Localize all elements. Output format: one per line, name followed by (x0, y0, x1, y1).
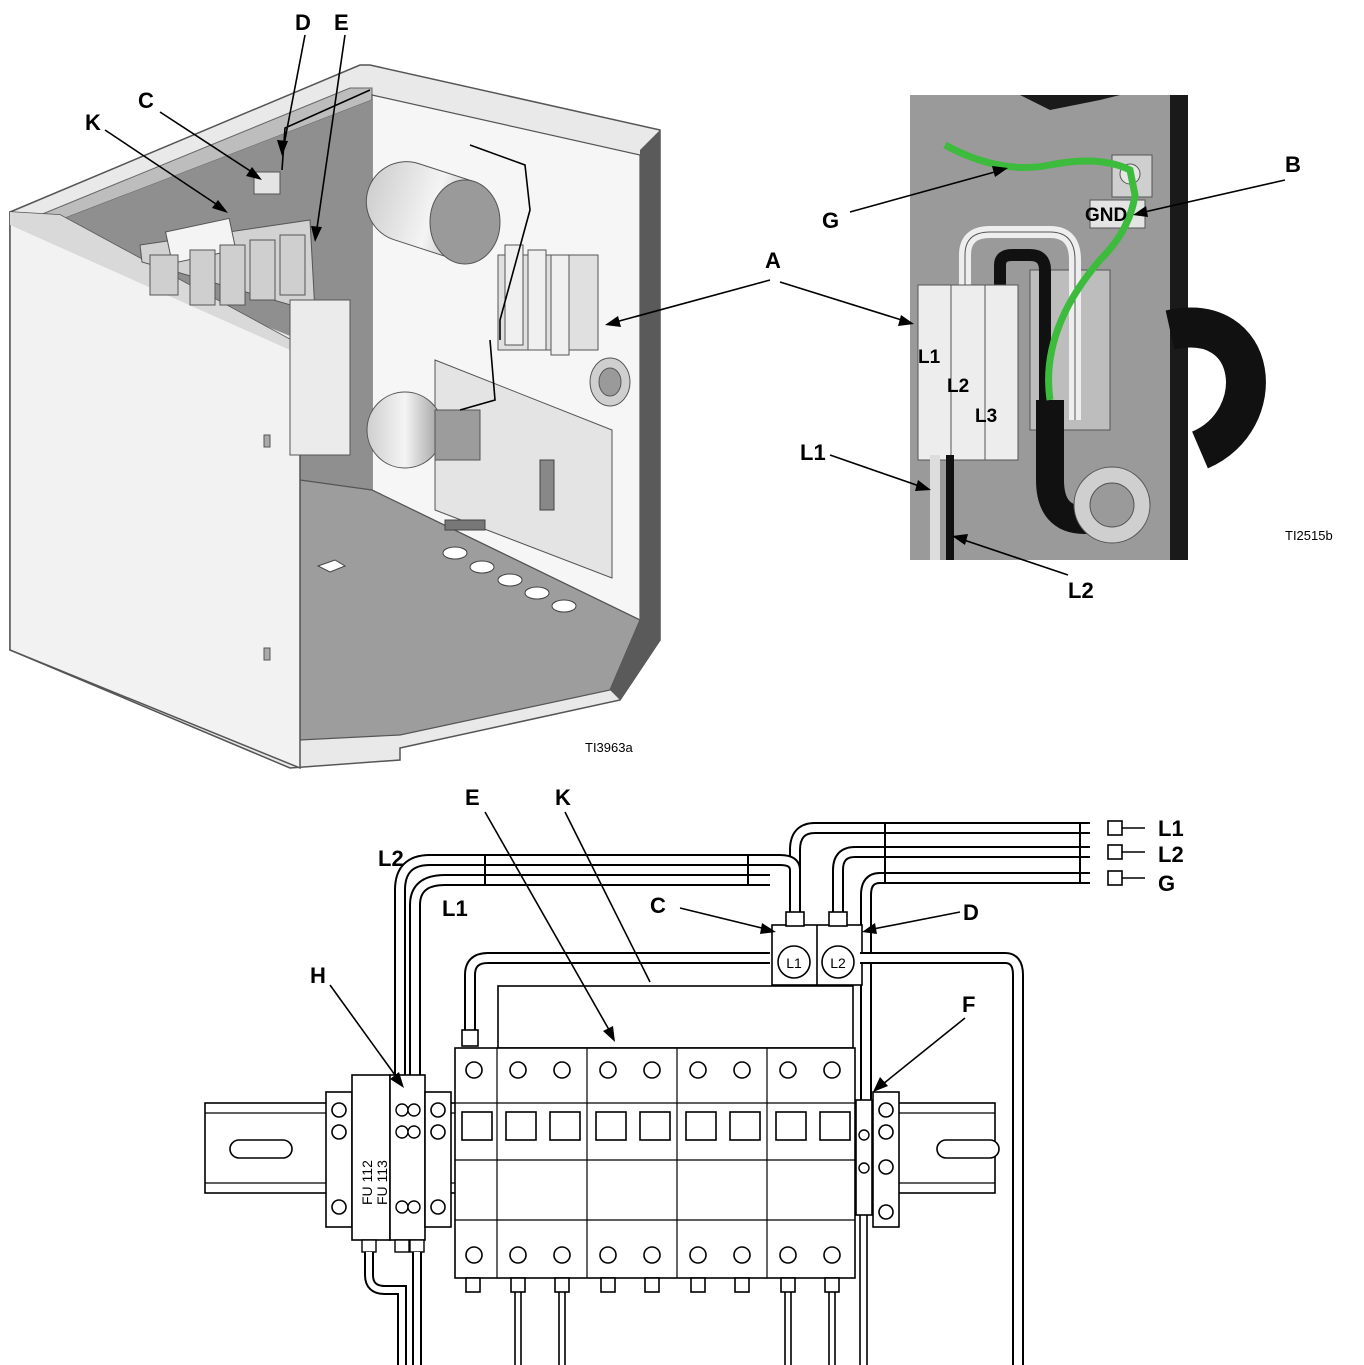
callout-d: D (295, 10, 311, 35)
hinge-upper (263, 434, 271, 448)
callout-c: C (138, 88, 154, 113)
bus-bar-k (461, 952, 1024, 1365)
fuse-holders-h: FU 112 FU 113 (325, 1074, 452, 1365)
left-l1-label: L1 (442, 896, 468, 921)
conduit-loop (1165, 307, 1266, 469)
callout-l1-wire: L1 (800, 440, 826, 465)
fuse-l1-label: L1 (786, 955, 802, 971)
hinge-lower (263, 647, 271, 661)
callout-h: H (310, 963, 326, 988)
callout-e: E (334, 10, 349, 35)
gnd-label: GND (1085, 205, 1127, 226)
callout-g: G (822, 208, 839, 233)
terminal-l2-label: L2 (947, 376, 969, 397)
figure1-reference: TI3963a (585, 740, 633, 755)
callout-b: B (1285, 152, 1301, 177)
wiring-schematic: L1 L2 (204, 820, 1145, 1365)
fuse-l2-label: L2 (830, 955, 846, 971)
callout-k: K (85, 110, 101, 135)
figure2-callouts: G B GND L1 L2 L3 L1 L2 TI2515b (779, 152, 1333, 603)
callout-c-schematic: C (650, 893, 666, 918)
fuse-feed-wires (394, 854, 801, 1090)
breaker-screws (465, 1061, 841, 1264)
terminal-block (917, 284, 1019, 461)
knockout-holes (316, 546, 577, 613)
callout-f: F (962, 992, 975, 1017)
breaker-row-enclosure (139, 171, 316, 313)
fuse-holder-fu112: FU 112 (359, 1160, 375, 1205)
figure2-reference: TI2515b (1285, 528, 1333, 543)
circuit-breaker-bank (454, 1047, 856, 1279)
figure3-callouts: E K C D F H L1 L2 G L2 L1 (310, 785, 1184, 1092)
fuse-terminals: L1 L2 (771, 911, 863, 986)
fuse-l1-icon (777, 945, 811, 979)
incoming-l1-label: L1 (1158, 816, 1184, 841)
contactor-a (497, 244, 599, 356)
ground-wire (943, 141, 1139, 401)
callout-l2-wire: L2 (1068, 578, 1094, 603)
right-side-wall (610, 130, 660, 700)
ground-detail-illustration (910, 95, 1266, 560)
enclosure-illustration (9, 64, 661, 770)
breaker-toggles (461, 1111, 851, 1141)
incoming-wires (789, 820, 1145, 1100)
left-l2-label: L2 (378, 846, 404, 871)
circuit-board (366, 359, 613, 579)
supply-pipe (281, 89, 371, 171)
callout-a: A (765, 248, 781, 273)
incoming-g-label: G (1158, 871, 1175, 896)
figure1-callouts: K C D E A TI3963a (85, 10, 781, 755)
callout-e-schematic: E (465, 785, 480, 810)
terminal-l3-label: L3 (975, 406, 997, 427)
capacitor-tank (365, 161, 501, 265)
terminal-l1-label: L1 (918, 347, 941, 368)
line-filter (289, 299, 351, 456)
callout-d-schematic: D (963, 900, 979, 925)
ground-terminal-f (855, 1091, 900, 1365)
incoming-l2-label: L2 (1158, 842, 1184, 867)
left-inner-wall (55, 100, 372, 560)
fuse-l2-icon (821, 945, 855, 979)
breaker-outputs (465, 1277, 840, 1365)
callout-k-schematic: K (555, 785, 571, 810)
fuse-holder-fu113: FU 113 (374, 1160, 390, 1205)
